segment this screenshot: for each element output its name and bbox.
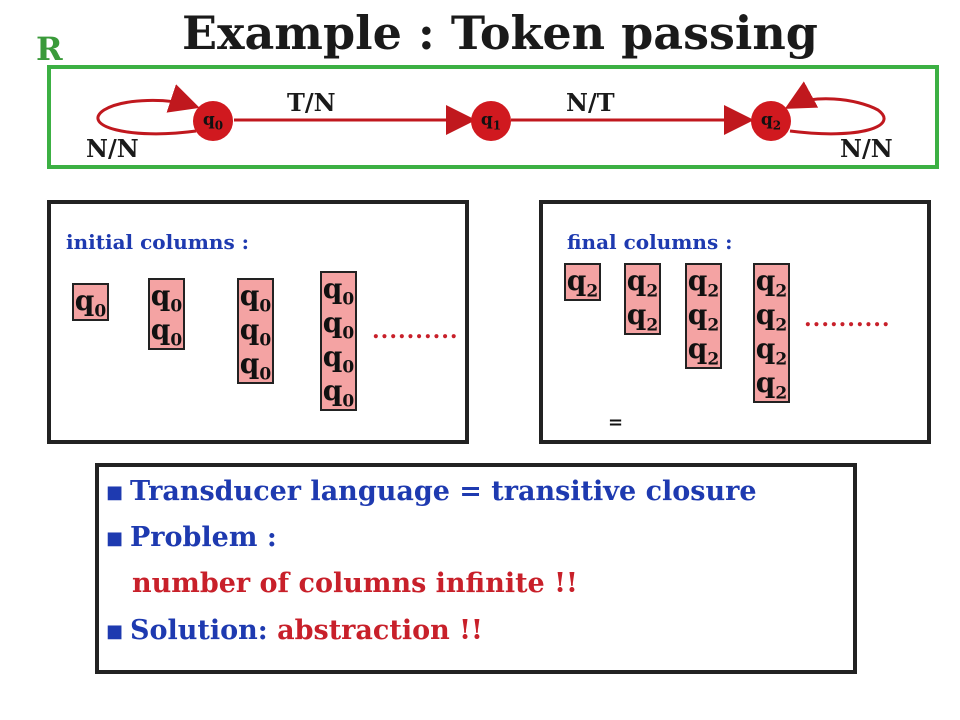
- bullet-3: Solution: abstraction !!: [130, 615, 483, 646]
- loop-q2-arrow: [784, 81, 886, 136]
- final-continuation-dots: ..........: [804, 306, 891, 332]
- summary-box: [95, 463, 857, 674]
- initial-cell: q0: [150, 313, 183, 351]
- final-cell: q2: [755, 332, 788, 370]
- final-column-1: q2: [564, 263, 601, 302]
- state-q0: q0: [193, 101, 233, 141]
- final-cell: q2: [755, 366, 788, 404]
- bullet-2-detail: number of columns infinite !!: [132, 568, 578, 599]
- final-columns-panel: [539, 200, 931, 444]
- loop-label-q2: N/N: [840, 134, 893, 163]
- final-columns-title: final columns :: [567, 230, 733, 254]
- final-cell: q2: [755, 264, 788, 302]
- relation-label: R: [36, 30, 63, 68]
- bullet-marker-3: ■: [106, 621, 124, 642]
- final-cell: q2: [566, 264, 599, 302]
- initial-cell: q0: [150, 279, 183, 317]
- initial-columns-title: initial columns :: [66, 230, 250, 254]
- initial-cell: q0: [322, 272, 355, 310]
- final-cell: q2: [755, 298, 788, 336]
- bullet-1: Transducer language = transitive closure: [130, 476, 757, 507]
- initial-cell: q0: [239, 313, 272, 351]
- initial-continuation-dots: ..........: [372, 318, 459, 344]
- bullet-marker-1: ■: [106, 482, 124, 503]
- final-note: =: [608, 412, 624, 433]
- initial-cell: q0: [322, 340, 355, 378]
- slide-title: Example : Token passing: [182, 6, 818, 60]
- initial-cell: q0: [322, 374, 355, 412]
- final-cell: q2: [626, 298, 659, 336]
- transition-label-q1-q2: N/T: [566, 88, 615, 117]
- loop-q0-arrow: [96, 84, 200, 136]
- initial-column-1: q0: [72, 283, 109, 322]
- loop-label-q0: N/N: [86, 134, 139, 163]
- state-q2: q2: [751, 101, 791, 141]
- initial-cell: q0: [74, 284, 107, 322]
- final-cell: q2: [687, 332, 720, 370]
- bullet-2: Problem :: [130, 522, 277, 553]
- final-cell: q2: [687, 298, 720, 336]
- initial-cell: q0: [239, 347, 272, 385]
- initial-cell: q0: [239, 279, 272, 317]
- initial-cell: q0: [322, 306, 355, 344]
- automaton-frame: [47, 65, 939, 169]
- final-cell: q2: [687, 264, 720, 302]
- transition-label-q0-q1: T/N: [287, 88, 336, 117]
- state-q1: q1: [471, 101, 511, 141]
- bullet-marker-2: ■: [106, 528, 124, 549]
- final-cell: q2: [626, 264, 659, 302]
